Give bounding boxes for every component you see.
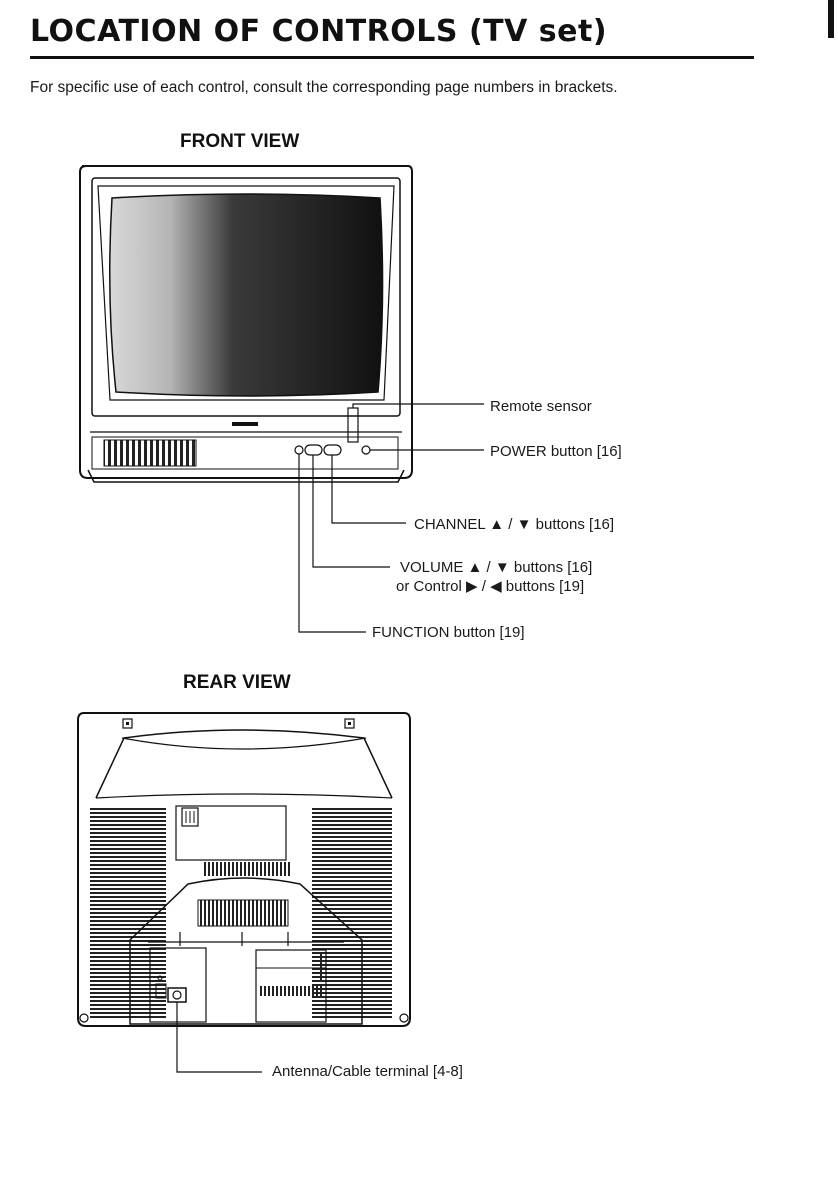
- power-button-label: POWER button [16]: [490, 443, 622, 460]
- front-tv-drawing: [79, 165, 413, 483]
- intro-text: For specific use of each control, consul…: [30, 79, 618, 96]
- volume-buttons-shape: [304, 444, 323, 456]
- rear-plug-socket: [181, 807, 199, 827]
- rear-tv-drawing: [77, 712, 411, 1027]
- function-leader: [298, 454, 366, 633]
- title-underline: [30, 56, 754, 59]
- screw-right: [344, 718, 355, 729]
- page-title: LOCATION OF CONTROLS (TV set): [30, 14, 608, 49]
- function-button-shape: [294, 445, 304, 455]
- front-leader-lines: [298, 403, 484, 633]
- remote-sensor-leader: [352, 403, 484, 408]
- remote-sensor-label: Remote sensor: [490, 398, 592, 415]
- control-panel: [91, 436, 399, 470]
- front-view-heading: FRONT VIEW: [180, 131, 300, 152]
- channel-buttons-label: CHANNEL ▲ / ▼ buttons [16]: [414, 516, 615, 533]
- brand-badge: [232, 422, 258, 426]
- rear-upper-vent: [197, 899, 289, 927]
- power-button-shape: [361, 445, 371, 455]
- antenna-leader: [176, 1002, 262, 1073]
- rear-connector-panel: [255, 949, 327, 1023]
- speaker-grille: [103, 439, 197, 467]
- rear-label-plate: [175, 805, 287, 861]
- picture-tube: [109, 193, 384, 397]
- rear-cabinet: [77, 712, 411, 1027]
- rear-lower-housing: [129, 877, 363, 1025]
- control-buttons-label: or Control ▶ / ◀ buttons [19]: [396, 578, 585, 595]
- front-bezel: [91, 177, 401, 417]
- antenna-terminal-shape: [167, 987, 187, 1003]
- antenna-terminal-label: Antenna/Cable terminal [4-8]: [272, 1063, 463, 1080]
- channel-buttons-shape: [323, 444, 342, 456]
- rear-terminal-board: [149, 947, 207, 1023]
- front-cabinet: [79, 165, 413, 479]
- rear-vent-left: [90, 806, 166, 1018]
- screw-left: [122, 718, 133, 729]
- page-edge-marker: [828, 0, 834, 38]
- volume-buttons-label: VOLUME ▲ / ▼ buttons [16]: [400, 559, 593, 576]
- channel-leader: [331, 455, 406, 524]
- rear-leader-lines: [176, 1002, 262, 1073]
- rear-top-shell: [95, 729, 393, 799]
- screen-frame: [97, 185, 395, 401]
- rear-vent-right: [312, 806, 392, 1018]
- rear-view-heading: REAR VIEW: [183, 672, 291, 693]
- volume-leader: [312, 455, 390, 568]
- function-button-label: FUNCTION button [19]: [372, 624, 525, 641]
